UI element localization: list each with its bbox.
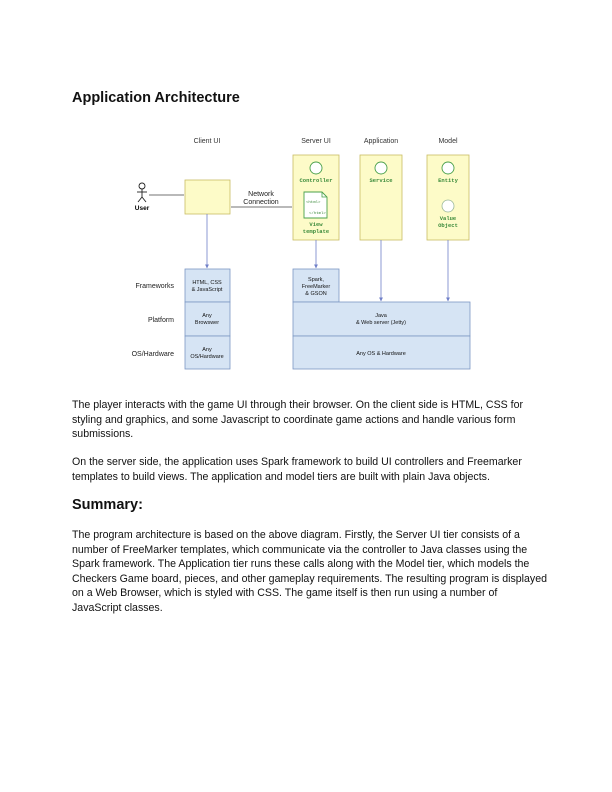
page-title: Application Architecture — [72, 90, 240, 106]
summary-heading: Summary: — [72, 497, 143, 513]
network-label-line2: Connection — [243, 199, 279, 206]
row-label-frameworks: Frameworks — [135, 283, 174, 290]
server-frameworks-box — [292, 268, 340, 303]
server-frameworks-line1: Spark, — [308, 277, 324, 283]
client-platform-line2: Browswer — [195, 320, 219, 326]
server-frameworks-line2: FreeMarker — [302, 284, 331, 290]
row-label-platform: Platform — [148, 317, 174, 324]
java-webserver-box — [292, 301, 471, 337]
controller-circle-icon — [309, 161, 323, 175]
service-label: Service — [369, 177, 393, 184]
view-label-line1: View — [309, 221, 323, 228]
architecture-diagram: Client UI Server UI Application Model Us… — [132, 138, 471, 370]
client-os-line1: Any — [202, 347, 212, 353]
client-frameworks-line1: HTML, CSS — [192, 280, 222, 286]
value-label-line1: Value — [440, 215, 457, 222]
server-frameworks-line3: & GSON — [305, 291, 326, 297]
network-label-line1: Network — [248, 191, 274, 198]
column-application: Application — [364, 138, 398, 145]
client-os-box — [184, 335, 231, 370]
column-server-ui: Server UI — [301, 138, 331, 145]
client-platform-box — [184, 301, 231, 337]
user-label: User — [135, 205, 150, 212]
html-open-tag: <html> — [306, 200, 321, 205]
html-close-tag: </html> — [309, 211, 326, 216]
client-platform-line1: Any — [202, 313, 212, 319]
server-os-label: Any OS & Hardware — [356, 351, 406, 357]
column-client-ui: Client UI — [194, 138, 221, 145]
paragraph-summary: The program architecture is based on the… — [72, 529, 548, 614]
java-line1: Java — [375, 313, 388, 319]
column-model: Model — [438, 138, 458, 145]
client-os-line2: OS/Hardware — [190, 354, 223, 360]
client-ui-box — [184, 179, 231, 215]
service-circle-icon — [374, 161, 388, 175]
entity-label: Entity — [438, 177, 459, 184]
user-figure-icon — [137, 182, 147, 203]
server-os-box — [292, 335, 471, 370]
paragraph-server: On the server side, the application uses… — [72, 456, 522, 483]
value-label-line2: Object — [438, 222, 458, 229]
entity-circle-icon — [441, 161, 455, 175]
java-line2: & Web server (Jetty) — [356, 320, 406, 326]
view-template-document-icon — [303, 191, 328, 219]
paragraph-client: The player interacts with the game UI th… — [72, 399, 524, 441]
view-label-line2: template — [303, 228, 330, 235]
value-object-circle-icon — [441, 199, 455, 213]
row-label-os: OS/Hardware — [132, 351, 175, 358]
client-frameworks-line2: & JavaScript — [192, 287, 223, 293]
controller-label: Controller — [299, 177, 332, 184]
